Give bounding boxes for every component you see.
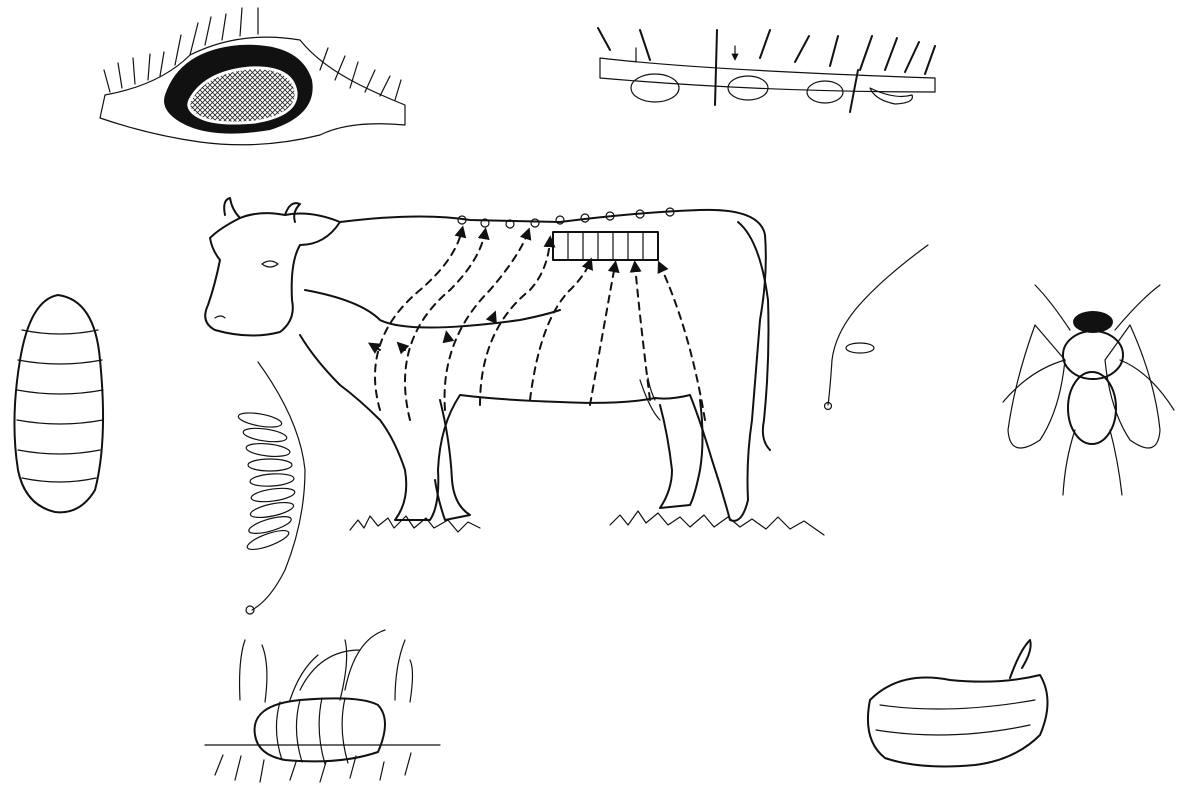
warble-cyst-icon bbox=[100, 8, 405, 145]
egg-row-icon bbox=[237, 362, 305, 614]
fly-icon bbox=[1003, 285, 1174, 495]
pupa-icon bbox=[868, 640, 1048, 766]
eggs-on-hair-icon bbox=[598, 28, 935, 112]
cow-icon bbox=[205, 198, 824, 535]
larva-icon bbox=[14, 295, 103, 512]
larva-grass-icon bbox=[205, 630, 440, 782]
single-egg-icon bbox=[825, 245, 929, 410]
